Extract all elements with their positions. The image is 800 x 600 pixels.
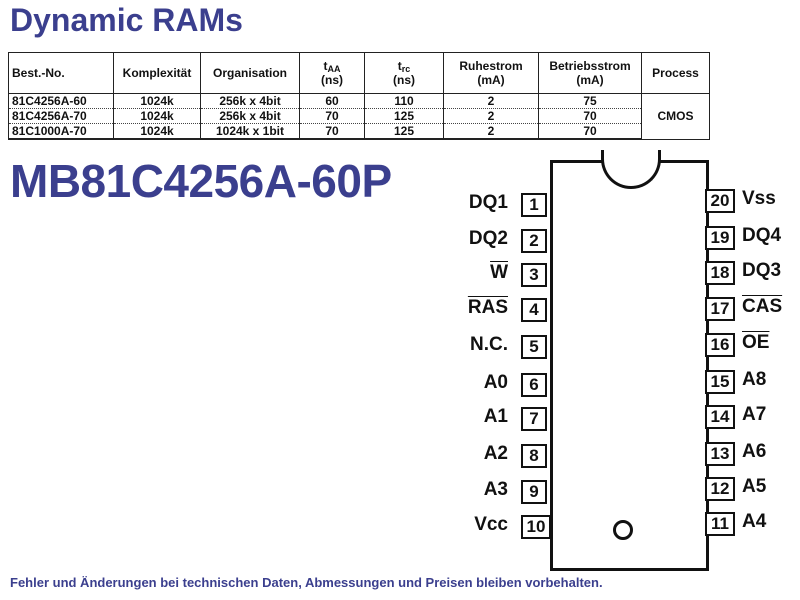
pin1-marker-dot [613,520,633,540]
pin-label-a8: A8 [742,369,767,390]
disclaimer-footer: Fehler und Änderungen bei technischen Da… [10,575,603,590]
pin-label-a5: A5 [742,476,767,497]
col-ruhestrom-label: Ruhestrom [459,59,523,73]
pin-label-a1: A1 [483,406,508,427]
pin-label-a4: A4 [742,511,767,532]
col-trc-sub: rc [401,64,411,74]
pin-number-10: 10 [521,515,551,539]
pin-label-oe: OE [742,332,770,353]
col-taa-sub: AA [327,64,341,74]
col-organisation: Organisation [200,52,300,94]
pin-number-17: 17 [705,297,735,321]
col-komplexitaet: Komplexität [113,52,201,94]
pin-label-a0: A0 [483,372,508,393]
cell-organisation: 256k x 4bit [200,108,300,124]
pin-label-a6: A6 [742,441,767,462]
pin-number-16: 16 [705,333,735,357]
cell-best-nr: 81C4256A-60 [8,93,114,109]
col-taa: tAA (ns) [299,52,365,94]
col-trc-unit: (ns) [393,73,415,87]
cell-betriebsstrom: 75 [538,93,642,109]
pin-label-dq2: DQ2 [468,228,508,249]
cell-best-nr: 81C1000A-70 [8,123,114,140]
pin-number-9: 9 [521,480,547,504]
pin-number-6: 6 [521,373,547,397]
table-row: 81C1000A-70 1024k 1024k x 1bit 70 125 2 … [8,123,710,140]
part-number: MB81C4256A-60P [10,155,392,207]
cell-process: CMOS [641,93,710,140]
col-betriebsstrom-label: Betriebsstrom [549,59,631,73]
cell-taa: 70 [299,108,365,124]
pin-number-18: 18 [705,261,735,285]
cell-ruhestrom: 2 [443,93,539,109]
page-title: Dynamic RAMs [10,2,243,38]
pin-label-a2: A2 [483,443,508,464]
pin-number-11: 11 [705,512,735,536]
cell-trc: 125 [364,123,444,140]
pin-label-w: W [490,262,508,283]
col-ruhestrom-unit: (mA) [477,73,505,87]
pin-number-2: 2 [521,229,547,253]
col-taa-t: t [323,59,328,73]
pin-label-nc: N.C. [470,334,508,355]
col-betriebsstrom: Betriebsstrom (mA) [538,52,642,94]
cell-taa: 60 [299,93,365,109]
col-trc-t: t [397,59,402,73]
cell-komplexitaet: 1024k [113,108,201,124]
pin-number-14: 14 [705,405,735,429]
cell-organisation: 1024k x 1bit [200,123,300,140]
pin-label-a7: A7 [742,404,767,425]
cell-betriebsstrom: 70 [538,123,642,140]
pin-number-19: 19 [705,226,735,250]
pin-label-dq1: DQ1 [468,192,508,213]
pin-label-ras: RAS [467,297,508,318]
pin-number-3: 3 [521,263,547,287]
pin-number-4: 4 [521,298,547,322]
table-row: 81C4256A-60 1024k 256k x 4bit 60 110 2 7… [8,93,710,140]
cell-komplexitaet: 1024k [113,93,201,109]
cell-taa: 70 [299,123,365,140]
pin-label-dq3: DQ3 [742,260,782,281]
col-best-nr: Best.-No. [8,52,114,94]
col-taa-unit: (ns) [321,73,343,87]
cell-betriebsstrom: 70 [538,108,642,124]
pin-label-vcc: Vcc [474,514,508,535]
spec-table: Best.-No. Komplexität Organisation tAA (… [8,52,710,140]
pin-number-13: 13 [705,442,735,466]
cell-trc: 110 [364,93,444,109]
cell-organisation: 256k x 4bit [200,93,300,109]
chip-package [550,160,709,571]
pin-number-15: 15 [705,370,735,394]
cell-trc: 125 [364,108,444,124]
table-header-row: Best.-No. Komplexität Organisation tAA (… [8,52,710,94]
pin-number-1: 1 [521,193,547,217]
col-betriebsstrom-unit: (mA) [576,73,604,87]
pin-number-7: 7 [521,407,547,431]
cell-komplexitaet: 1024k [113,123,201,140]
table-row: 81C4256A-70 1024k 256k x 4bit 70 125 2 7… [8,108,710,124]
pin-number-5: 5 [521,335,547,359]
pin-label-a3: A3 [483,479,508,500]
pin-label-cas: CAS [742,296,783,317]
pin-label-vss: Vss [742,188,776,209]
col-trc: trc (ns) [364,52,444,94]
col-process: Process [641,52,710,94]
pin-number-20: 20 [705,189,735,213]
pin-label-dq4: DQ4 [742,225,782,246]
pin-number-8: 8 [521,444,547,468]
cell-ruhestrom: 2 [443,123,539,140]
cell-best-nr: 81C4256A-70 [8,108,114,124]
col-ruhestrom: Ruhestrom (mA) [443,52,539,94]
pin-number-12: 12 [705,477,735,501]
cell-ruhestrom: 2 [443,108,539,124]
